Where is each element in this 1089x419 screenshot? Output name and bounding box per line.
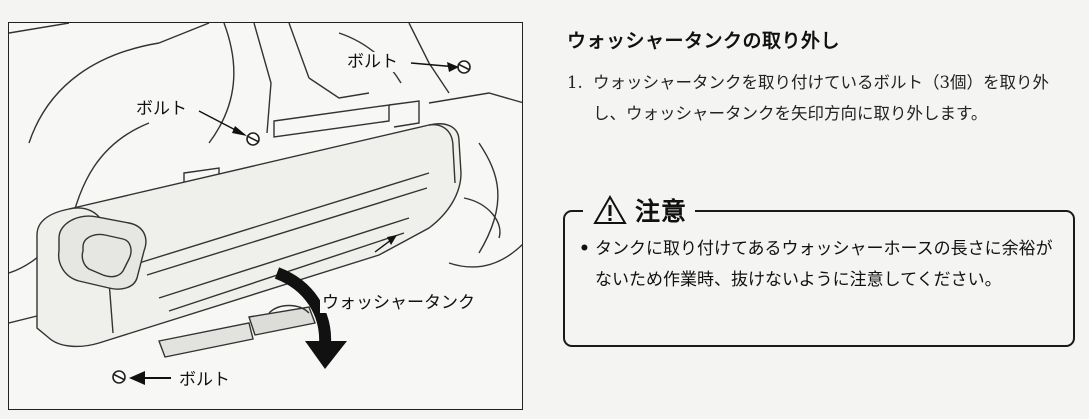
caution-text: タンクに取り付けてあるウォッシャーホースの長さに余裕がないため作業時、抜けないよ… — [595, 239, 1053, 290]
tank-drawing — [9, 23, 522, 385]
bullet: • — [579, 239, 590, 259]
caution-header: 注意 — [583, 190, 696, 230]
washer-tank-illustration: ボルト ボルト ボルト ウォッシャータンク — [8, 22, 523, 410]
step-number: 1. — [567, 73, 583, 92]
warning-triangle-icon — [593, 195, 627, 224]
caution-box: 注意 • タンクに取り付けてあるウォッシャーホースの長さに余裕がないため作業時、… — [563, 190, 1075, 347]
bolt-icons — [112, 60, 471, 384]
caution-title: 注意 — [635, 197, 688, 226]
tank-label: ウォッシャータンク — [320, 293, 477, 313]
bolt-label-left: ボルト — [134, 99, 189, 119]
bolt-label-top: ボルト — [345, 52, 400, 72]
removal-direction-arrow — [274, 267, 347, 369]
instructions: ウォッシャータンクの取り外し 1. ウォッシャータンクを取り付けているボルト（3… — [567, 26, 1082, 129]
step-item: 1. ウォッシャータンクを取り付けているボルト（3個）を取り外し、ウォッシャータ… — [567, 67, 1082, 129]
bolt-label-bottom: ボルト — [177, 370, 232, 390]
section-title: ウォッシャータンクの取り外し — [567, 30, 841, 52]
step-text: ウォッシャータンクを取り付けているボルト（3個）を取り外し、ウォッシャータンクを… — [593, 73, 1049, 123]
caution-text-row: • タンクに取り付けてあるウォッシャーホースの長さに余裕がないため作業時、抜けな… — [579, 234, 1057, 296]
